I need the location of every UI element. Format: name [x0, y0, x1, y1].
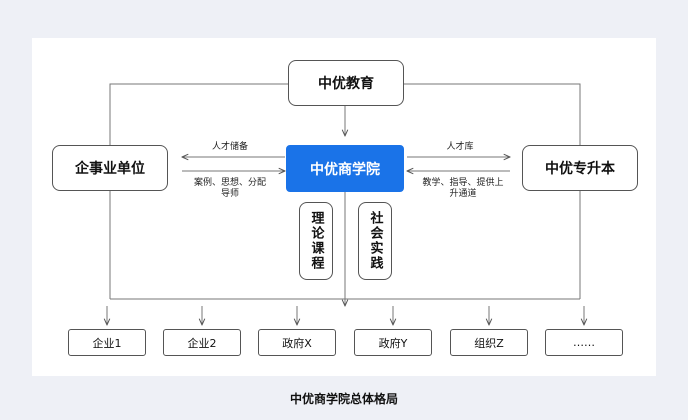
- frame-top-line: [109, 83, 288, 145]
- bottom-node-organization-z: 组织Z: [450, 329, 528, 356]
- bottom-node-enterprise-2: 企业2: [163, 329, 241, 356]
- node-enterprises: 企事业单位: [52, 145, 168, 191]
- label-talent-reserve: 人才储备: [211, 142, 248, 152]
- frame-top-line-right: [404, 83, 581, 145]
- node-zhongyou-upgrade: 中优专升本: [522, 145, 638, 191]
- node-theory-courses: 理论课程: [299, 202, 333, 280]
- bottom-node-more: ……: [545, 329, 623, 356]
- figure-caption: 中优商学院总体格局: [289, 392, 398, 406]
- bottom-node-enterprise-1: 企业1: [68, 329, 146, 356]
- node-social-practice: 社会实践: [358, 202, 392, 280]
- bottom-node-government-x: 政府X: [258, 329, 336, 356]
- label-talent-pool: 人才库: [446, 142, 474, 152]
- label-teaching-guidance: 教学、指导、提供上升通道: [422, 178, 504, 199]
- node-business-school: 中优商学院: [286, 145, 404, 192]
- bottom-node-government-y: 政府Y: [354, 329, 432, 356]
- label-cases-mentors: 案例、思想、分配导师: [193, 178, 266, 199]
- node-zhongyou-education: 中优教育: [288, 60, 404, 106]
